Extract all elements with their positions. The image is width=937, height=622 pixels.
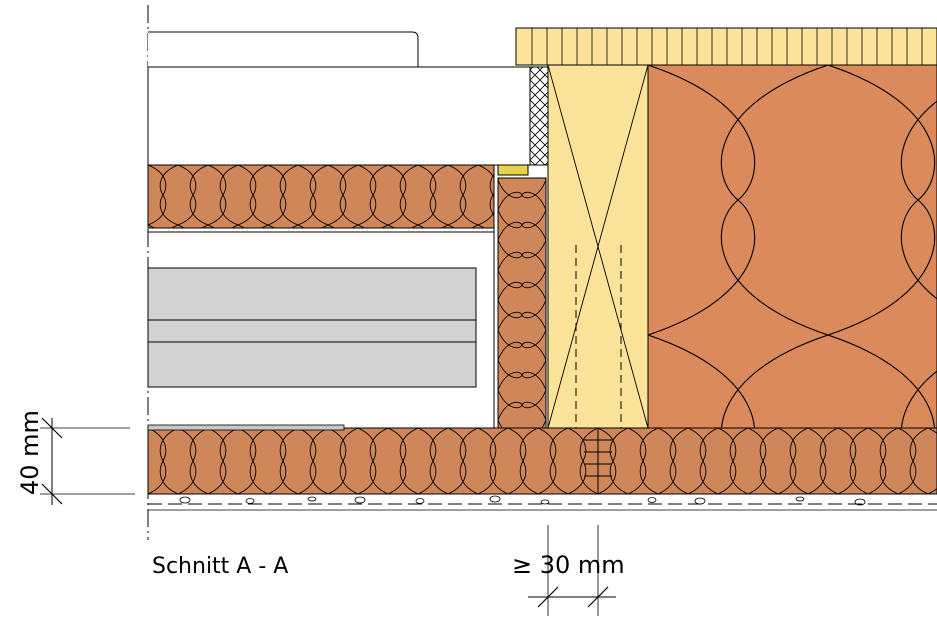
fixing-detail: [497, 164, 529, 176]
insulation-floor: [147, 427, 937, 495]
insulation-upper: [147, 164, 495, 229]
dimension-horizontal: [528, 525, 616, 616]
cross-hatched-strip: [529, 66, 549, 166]
joint-marker: [584, 428, 612, 494]
frame-block: [147, 66, 531, 166]
section-label: Schnitt A - A: [152, 554, 288, 579]
floor-board: [147, 424, 345, 431]
dim-vertical-text: 40 mm: [16, 410, 44, 495]
floor-element-top: [148, 31, 419, 68]
dimension-vertical: [40, 417, 135, 505]
grey-panel-top: [147, 267, 477, 321]
grey-panel-bottom: [147, 341, 477, 388]
dim-horizontal-text: ≥ 30 mm: [512, 551, 625, 579]
stud-diagonal-2: [547, 64, 649, 429]
insulation-wall: [647, 64, 937, 429]
gravel-marks: [179, 495, 866, 506]
timber-top-beam: [515, 27, 937, 66]
timber-top-lines: [531, 28, 923, 65]
grey-panel-mid: [147, 319, 477, 343]
insulation-vertical: [497, 177, 547, 429]
